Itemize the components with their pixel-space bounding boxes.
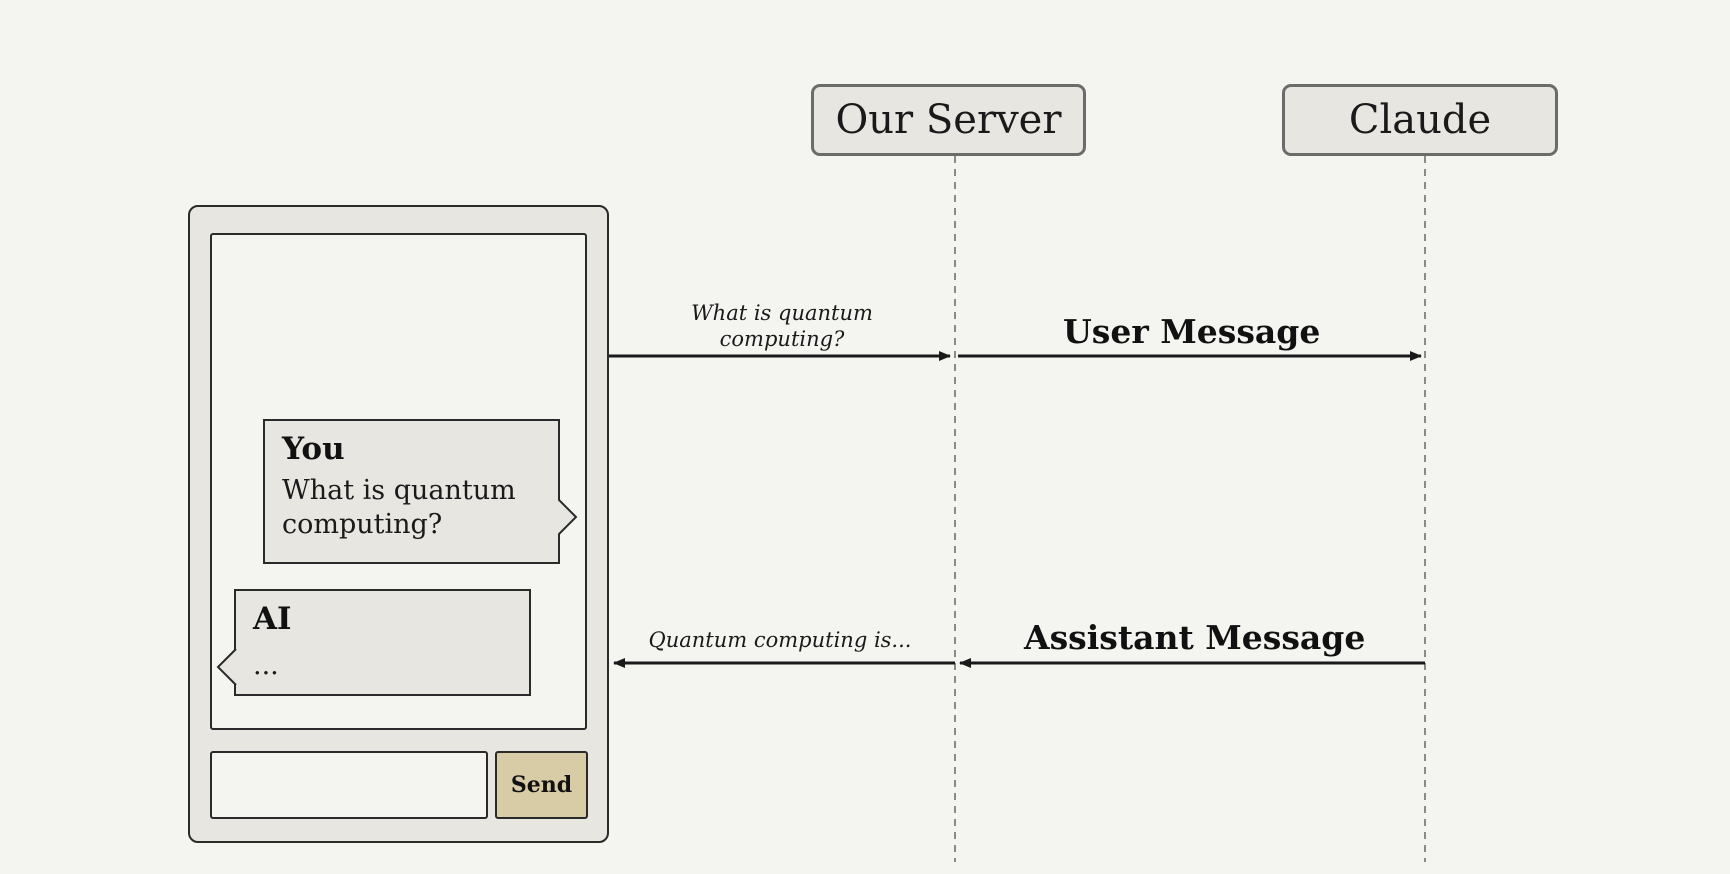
ai-bubble-text: ... [253, 650, 279, 681]
chat-client-device: You What is quantum computing? AI ... Se… [188, 205, 609, 843]
user-bubble-text: What is quantum computing? [282, 475, 516, 540]
chat-screen: You What is quantum computing? AI ... [210, 233, 587, 730]
user-message-bubble: You What is quantum computing? [263, 419, 560, 564]
user-bubble-tail [558, 498, 578, 536]
user-message-label: User Message [1063, 312, 1321, 351]
server-to-client-payload: Quantum computing is... [648, 628, 912, 652]
client-to-server-payload: What is quantum computing? [691, 301, 873, 351]
claude-actor-box: Claude [1282, 84, 1558, 156]
ai-message-bubble: AI ... [234, 589, 531, 696]
assistant-message-label: Assistant Message [1024, 618, 1366, 657]
message-input[interactable] [210, 751, 488, 819]
send-button[interactable]: Send [495, 751, 588, 819]
ai-bubble-sender: AI [253, 601, 292, 637]
server-actor-label: Our Server [835, 97, 1062, 143]
claude-actor-label: Claude [1348, 97, 1492, 143]
ai-bubble-tail [216, 648, 237, 686]
user-bubble-sender: You [282, 431, 345, 467]
send-button-label: Send [510, 772, 573, 798]
server-actor-box: Our Server [811, 84, 1086, 156]
